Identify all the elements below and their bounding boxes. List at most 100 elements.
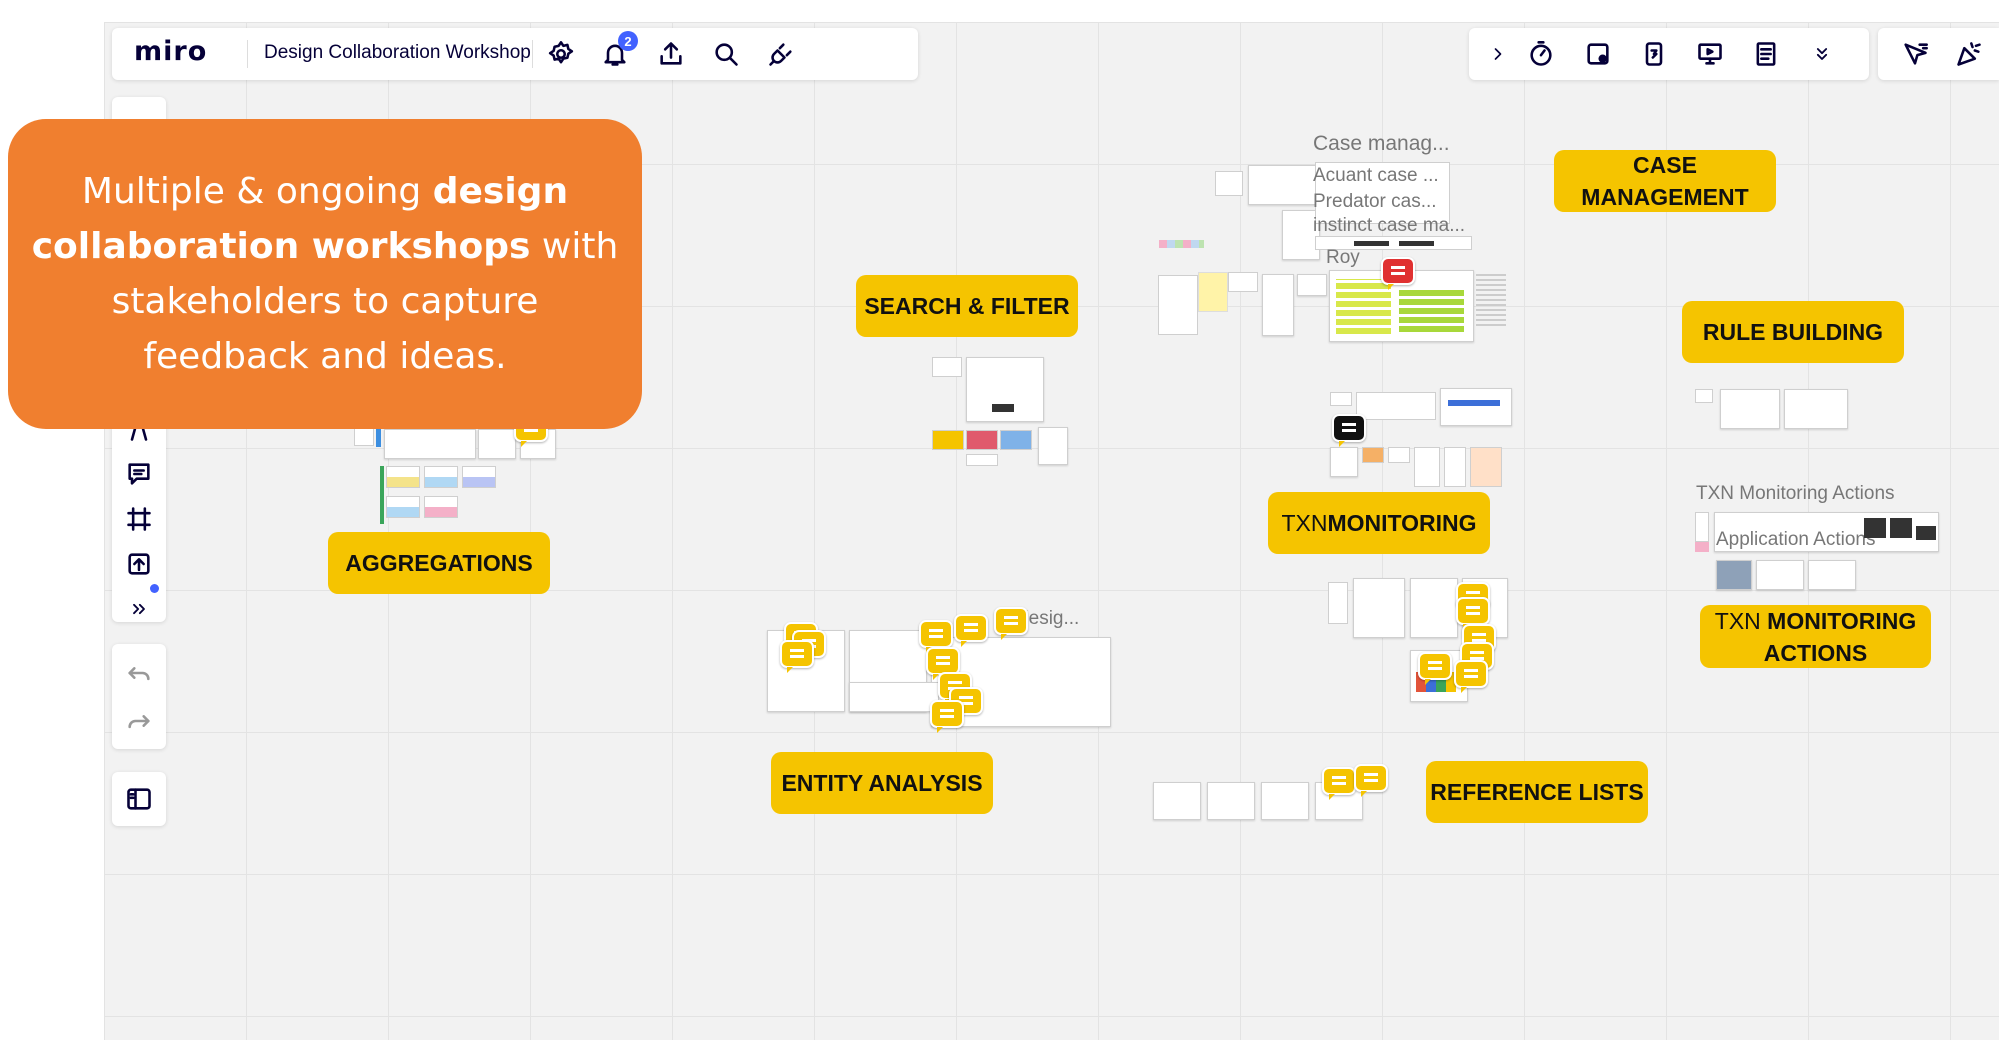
section-txn-monitoring-actions[interactable]: TXN MONITORING ACTIONS: [1700, 605, 1931, 668]
frame-thumb[interactable]: [1282, 210, 1320, 260]
comment-marker[interactable]: [780, 640, 814, 673]
celebrate-icon[interactable]: [1952, 37, 1986, 71]
comment-marker[interactable]: [1354, 764, 1388, 797]
section-reference-lists[interactable]: REFERENCE LISTS: [1426, 761, 1648, 823]
frame-thumb[interactable]: [1215, 171, 1243, 196]
comment-marker[interactable]: [954, 614, 988, 647]
section-entity-analysis[interactable]: ENTITY ANALYSIS: [771, 752, 993, 814]
frame-thumb[interactable]: [1470, 447, 1502, 487]
section-txn-monitoring-bold: MONITORING: [1327, 510, 1477, 536]
frame-title-roy[interactable]: Roy: [1326, 247, 1360, 268]
comment-marker[interactable]: [926, 647, 960, 680]
notes-list-icon[interactable]: [1749, 37, 1783, 71]
comment-marker[interactable]: [994, 607, 1028, 640]
timer-icon[interactable]: [1524, 37, 1558, 71]
more-tools-icon[interactable]: [122, 592, 156, 626]
comment-icon[interactable]: [122, 457, 156, 491]
frame-thumb[interactable]: [424, 466, 458, 488]
comment-marker[interactable]: [1456, 597, 1490, 630]
frame-thumb[interactable]: [1328, 582, 1348, 624]
frame-thumb-acuant[interactable]: [1315, 162, 1450, 224]
presentation-icon[interactable]: [1693, 37, 1727, 71]
double-chevron-down-icon[interactable]: [1805, 37, 1839, 71]
frame-thumb[interactable]: [1756, 560, 1804, 590]
voting-icon[interactable]: [1637, 37, 1671, 71]
chevron-right-icon[interactable]: [1481, 37, 1515, 71]
frame-thumb[interactable]: [1207, 782, 1255, 820]
section-case-management[interactable]: CASE MANAGEMENT: [1554, 150, 1776, 212]
frame-thumb[interactable]: [1000, 430, 1032, 450]
frame-title-predator[interactable]: Predator cas...: [1313, 191, 1437, 212]
settings-icon[interactable]: [544, 37, 578, 71]
redo-icon[interactable]: [122, 704, 156, 738]
frame-thumb[interactable]: [966, 454, 998, 466]
miro-logo[interactable]: miro: [134, 36, 208, 67]
sticky-note-icon[interactable]: [1581, 37, 1615, 71]
frame-thumb[interactable]: [966, 430, 998, 450]
frame-thumb[interactable]: [1330, 392, 1352, 406]
frame-title-instinct[interactable]: instinct case ma...: [1313, 215, 1466, 236]
frame-thumb[interactable]: [1297, 274, 1327, 296]
board-title[interactable]: Design Collaboration Workshop: [264, 42, 531, 63]
notifications-icon[interactable]: [598, 37, 632, 71]
frame-thumb[interactable]: [932, 357, 962, 377]
frame-thumb[interactable]: [1248, 165, 1316, 205]
frame-thumb[interactable]: [1158, 275, 1198, 335]
frame-thumb[interactable]: [1808, 560, 1856, 590]
frame-icon[interactable]: [122, 502, 156, 536]
cursor-follow-icon[interactable]: [1898, 37, 1932, 71]
upload-icon[interactable]: [122, 547, 156, 581]
frame-thumb[interactable]: [1444, 447, 1466, 487]
frame-thumb[interactable]: [1228, 272, 1258, 292]
frame-thumb[interactable]: [1716, 560, 1752, 590]
comment-marker-red[interactable]: [1381, 257, 1415, 290]
frame-thumb[interactable]: [1330, 447, 1358, 477]
frame-thumb[interactable]: [1315, 236, 1472, 250]
frame-thumb[interactable]: [1695, 389, 1713, 403]
frame-thumb[interactable]: [424, 496, 458, 518]
frame-thumb[interactable]: [1038, 427, 1068, 465]
comment-marker[interactable]: [919, 620, 953, 653]
frame-thumb-content: [1864, 518, 1886, 538]
frame-title-case-manag[interactable]: Case manag...: [1313, 132, 1450, 155]
frame-thumb[interactable]: [1262, 274, 1294, 336]
integrations-plug-icon[interactable]: [764, 37, 798, 71]
section-txn-monitoring[interactable]: TXN MONITORING: [1268, 492, 1490, 554]
frame-thumb[interactable]: [1353, 578, 1405, 638]
undo-icon[interactable]: [122, 656, 156, 690]
section-aggregations[interactable]: AGGREGATIONS: [328, 532, 550, 594]
comment-marker[interactable]: [1454, 660, 1488, 693]
frame-thumb[interactable]: [386, 466, 420, 488]
frame-thumb[interactable]: [1153, 782, 1201, 820]
comment-marker[interactable]: [1418, 652, 1452, 685]
frame-thumb[interactable]: [966, 357, 1044, 422]
frame-thumb[interactable]: [1784, 389, 1848, 429]
frame-thumb[interactable]: [1695, 512, 1709, 542]
frame-thumb[interactable]: [1440, 388, 1512, 426]
frame-title-txn-actions[interactable]: TXN Monitoring Actions: [1696, 483, 1895, 504]
comment-marker[interactable]: [1322, 767, 1356, 800]
frame-thumb[interactable]: [478, 429, 516, 459]
frame-thumb[interactable]: [1356, 392, 1436, 420]
frame-thumb[interactable]: [849, 682, 939, 712]
sidebar-toggle-icon[interactable]: [122, 782, 156, 816]
comment-marker[interactable]: [930, 700, 964, 733]
frame-thumb[interactable]: [932, 430, 964, 450]
frame-thumb[interactable]: [1388, 447, 1410, 463]
section-search-filter[interactable]: SEARCH & FILTER: [856, 275, 1078, 337]
frame-thumb[interactable]: [386, 496, 420, 518]
share-upload-icon[interactable]: [654, 37, 688, 71]
frame-title-application-actions[interactable]: Application Actions: [1716, 529, 1876, 550]
frame-thumb[interactable]: [1414, 447, 1440, 487]
frame-thumb[interactable]: [1410, 578, 1458, 638]
frame-thumb[interactable]: [1261, 782, 1309, 820]
frame-thumb[interactable]: [1198, 272, 1228, 312]
frame-title-acuant[interactable]: Acuant case ...: [1313, 165, 1439, 186]
frame-thumb[interactable]: [384, 429, 476, 459]
frame-thumb[interactable]: [1720, 389, 1780, 429]
comment-marker-dark[interactable]: [1332, 414, 1366, 447]
frame-thumb[interactable]: [1362, 447, 1384, 463]
search-icon[interactable]: [709, 37, 743, 71]
frame-thumb[interactable]: [462, 466, 496, 488]
section-rule-building[interactable]: RULE BUILDING: [1682, 301, 1904, 363]
